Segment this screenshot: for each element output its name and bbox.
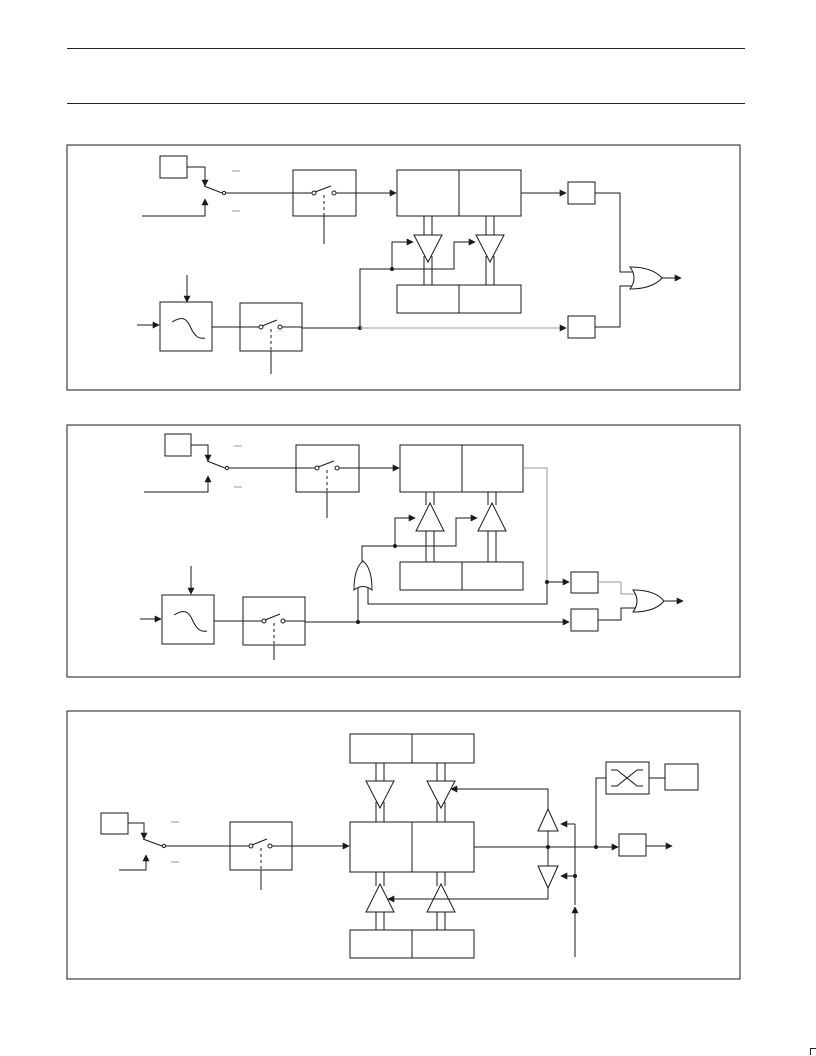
crossover-curve	[611, 769, 643, 787]
switch-blade	[251, 838, 268, 846]
filter-box	[159, 301, 213, 352]
switch-blade	[261, 319, 278, 327]
enable-line	[391, 238, 414, 269]
header-rule-bottom	[67, 103, 745, 104]
enable-line	[359, 268, 392, 328]
filter-box	[161, 594, 215, 645]
input-b-line	[142, 198, 209, 217]
or-input-line	[595, 192, 635, 273]
select-switch-blade	[142, 838, 163, 847]
switch-contact	[314, 465, 320, 471]
bus-buffer-bottom-left	[365, 872, 395, 930]
input-b-line	[119, 854, 150, 871]
switch-contact	[311, 190, 317, 196]
crossover-line	[595, 777, 606, 847]
or-input-line	[598, 607, 638, 621]
or-gate-vertical	[353, 560, 373, 592]
header-rule-top	[67, 48, 745, 49]
junction-dot	[390, 267, 394, 271]
figure-1-frame	[66, 144, 741, 391]
output-latch-lower	[567, 315, 596, 339]
switch-contact	[261, 618, 267, 624]
select-switch-contact	[221, 190, 227, 196]
filter-curve	[173, 611, 208, 632]
input-a-line	[191, 444, 212, 462]
bus-buffer-right	[475, 216, 505, 285]
output-box-upper	[664, 763, 699, 791]
buffer-down	[537, 865, 559, 890]
feedback-line-bottom	[387, 888, 549, 903]
junction-dot	[393, 544, 397, 548]
figure-2	[66, 424, 741, 678]
output-latch-lower	[570, 608, 599, 632]
input-b-line	[144, 475, 212, 493]
output-latch-upper	[567, 181, 596, 205]
bus-buffer-right	[477, 492, 507, 562]
enable-line	[392, 238, 476, 270]
bus-buffer-bottom-right	[426, 872, 456, 930]
input-box	[100, 812, 129, 835]
or-gate	[632, 589, 665, 613]
junction-dot	[545, 580, 549, 584]
select-switch-contact	[224, 465, 230, 471]
or-gate	[629, 266, 663, 290]
or-input-line	[367, 582, 548, 605]
bus-buffer-top-left	[365, 763, 395, 822]
enable-line	[361, 545, 395, 562]
or-input-line	[595, 285, 635, 328]
or-input-line	[598, 581, 638, 595]
input-box	[164, 433, 192, 457]
bus-buffer-left	[413, 216, 443, 285]
switch-contact	[258, 324, 264, 330]
page-corner-mark	[810, 1048, 816, 1055]
switch-blade	[264, 613, 281, 621]
feedback-line	[523, 467, 548, 582]
output-latch	[618, 833, 647, 857]
switch-blade	[317, 460, 335, 468]
input-a-line	[128, 822, 148, 840]
enable-line	[394, 514, 416, 546]
input-box	[159, 155, 188, 179]
select-switch-blade	[206, 460, 226, 469]
figure-2-frame	[66, 424, 741, 678]
feedback-line-top	[450, 785, 549, 809]
buffer-up	[537, 807, 559, 832]
enable-line	[395, 514, 478, 547]
bus-buffer-top-right	[426, 763, 456, 822]
filter-curve	[171, 318, 206, 339]
switch-contact	[248, 843, 254, 849]
switch-blade	[314, 185, 332, 193]
figure-3-frame	[66, 710, 741, 980]
select-switch-contact	[161, 843, 167, 849]
input-a-line	[187, 166, 209, 187]
select-switch-blade	[203, 185, 223, 194]
figure-3	[66, 710, 741, 980]
output-latch-upper	[570, 571, 599, 594]
bus-buffer-left	[415, 492, 445, 562]
figure-1	[66, 144, 741, 391]
